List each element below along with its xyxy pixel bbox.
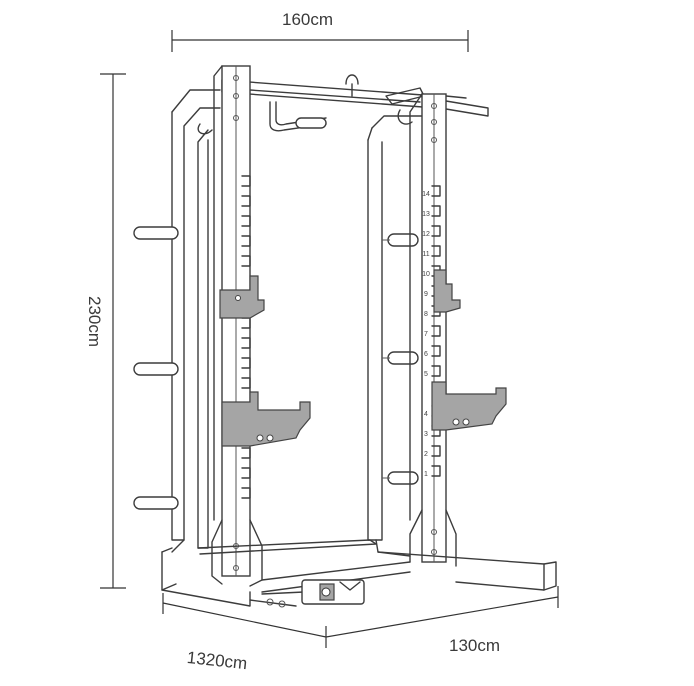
hole-number-11: 11 bbox=[422, 251, 429, 258]
depth-dimension-label: 130cm bbox=[449, 636, 501, 655]
right-j-hook bbox=[433, 269, 461, 313]
dimension-lines bbox=[100, 30, 559, 648]
hole-number-1: 1 bbox=[424, 471, 428, 478]
left-j-hook bbox=[219, 275, 265, 319]
left-weight-horns bbox=[133, 226, 179, 510]
hole-number-2: 2 bbox=[424, 451, 428, 458]
width-dimension-label: 160cm bbox=[282, 10, 334, 29]
hole-number-10: 10 bbox=[422, 271, 430, 278]
hole-number-labels: 14 13 12 11 10 9 8 7 6 5 4 3 2 1 bbox=[422, 191, 430, 478]
hole-number-8: 8 bbox=[424, 311, 428, 318]
base-frame bbox=[161, 539, 557, 607]
hole-number-3: 3 bbox=[424, 431, 428, 438]
height-dimension-label: 230cm bbox=[85, 296, 104, 348]
front-right-upright: 14 13 12 11 10 9 8 7 6 5 4 3 2 1 bbox=[409, 93, 507, 567]
hole-number-14: 14 bbox=[422, 191, 430, 198]
back-weight-horns bbox=[382, 233, 419, 485]
left-spotter-arm bbox=[221, 391, 311, 447]
right-spotter-arm bbox=[431, 381, 507, 431]
hole-number-6: 6 bbox=[424, 351, 428, 358]
hole-number-9: 9 bbox=[424, 291, 428, 298]
hole-number-4: 4 bbox=[424, 411, 428, 418]
front-left-upright bbox=[211, 65, 311, 587]
back-right-upright bbox=[367, 115, 429, 541]
landmine-attachment bbox=[249, 579, 365, 608]
hole-number-5: 5 bbox=[424, 371, 428, 378]
hole-number-12: 12 bbox=[422, 231, 430, 238]
hole-number-13: 13 bbox=[422, 211, 430, 218]
back-left-upright bbox=[133, 89, 221, 549]
hole-number-7: 7 bbox=[424, 331, 428, 338]
